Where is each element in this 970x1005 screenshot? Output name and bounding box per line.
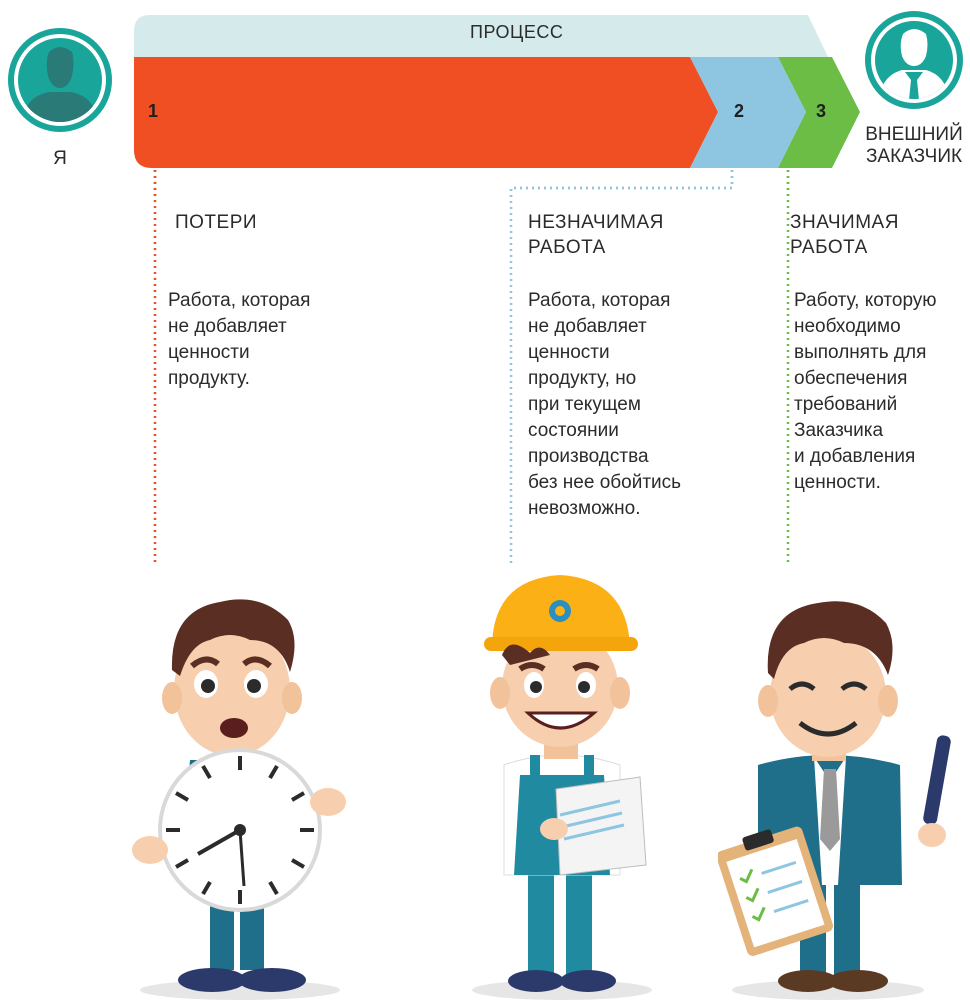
stage-2-title-line2: РАБОТА [528,237,606,258]
stage-3-desc-line: Работу, которую [794,290,937,311]
stage-3-desc-line: Заказчика [794,420,884,441]
worried-man-with-clock-illustration [132,599,346,1000]
stage-2-arrow [690,57,806,168]
process-banner [4,8,966,200]
stage-1-desc-line: ценности [168,342,250,363]
stage-2-desc-line: продукту, но [528,368,637,389]
me-avatar [4,24,116,136]
customer-avatar [862,8,966,112]
stage-1-title-line1: ПОТЕРИ [175,212,258,233]
stage-2-desc-line: без нее обойтись [528,472,682,493]
stage-2-number: 2 [734,101,745,121]
connectors [153,170,790,565]
process-strip [134,15,828,57]
stage-2-desc-line: ценности [528,342,610,363]
stage-1-title: ПОТЕРИ [175,210,257,235]
stage-3-number: 3 [816,101,827,121]
customer-label-line2: ЗАКАЗЧИК [865,146,963,167]
stage-3-desc-line: обеспечения [794,368,908,389]
stage-2-description: Работа, которая не добавляет ценности пр… [528,288,728,522]
stage-3-title-line1: ЗНАЧИМАЯ [790,212,899,233]
stage-2-desc-line: производства [528,446,649,467]
worker-with-helmet-illustration [472,575,652,1000]
stage-3-desc-line: требований [794,394,898,415]
customer-label-line1: ВНЕШНИЙ [865,124,963,145]
stage-1-description: Работа, которая не добавляет ценности пр… [168,288,368,392]
stage-2-desc-line: невозможно. [528,498,641,519]
stage-2-title-line1: НЕЗНАЧИМАЯ [528,212,664,233]
stage-3-desc-line: необходимо [794,316,901,337]
stage-3-desc-line: и добавления [794,446,916,467]
stage-1-arrow [134,57,718,168]
stage-1-number: 1 [148,101,159,121]
stage-3-arrow [778,57,860,168]
stage-1-desc-line: не добавляет [168,316,287,337]
stage-2-title: НЕЗНАЧИМАЯ РАБОТА [528,210,664,260]
stage-1-desc-line: продукту. [168,368,250,389]
stage-3-desc-line: выполнять для [794,342,927,363]
stage-2-desc-line: состоянии [528,420,619,441]
stage-2-desc-line: не добавляет [528,316,647,337]
stage-3-description: Работу, которую необходимо выполнять для… [794,288,966,496]
customer-label: ВНЕШНИЙ ЗАКАЗЧИК [858,124,970,168]
me-label: Я [53,148,67,169]
process-label: ПРОЦЕСС [470,22,564,42]
happy-man-with-clipboard-illustration [718,601,951,1000]
stage-2-desc-line: при текущем [528,394,641,415]
stage-3-desc-line: ценности. [794,472,881,493]
stage-1-desc-line: Работа, которая [168,290,311,311]
stage-2-desc-line: Работа, которая [528,290,671,311]
stage-3-title: ЗНАЧИМАЯ РАБОТА [790,210,899,260]
stage-3-title-line2: РАБОТА [790,237,868,258]
